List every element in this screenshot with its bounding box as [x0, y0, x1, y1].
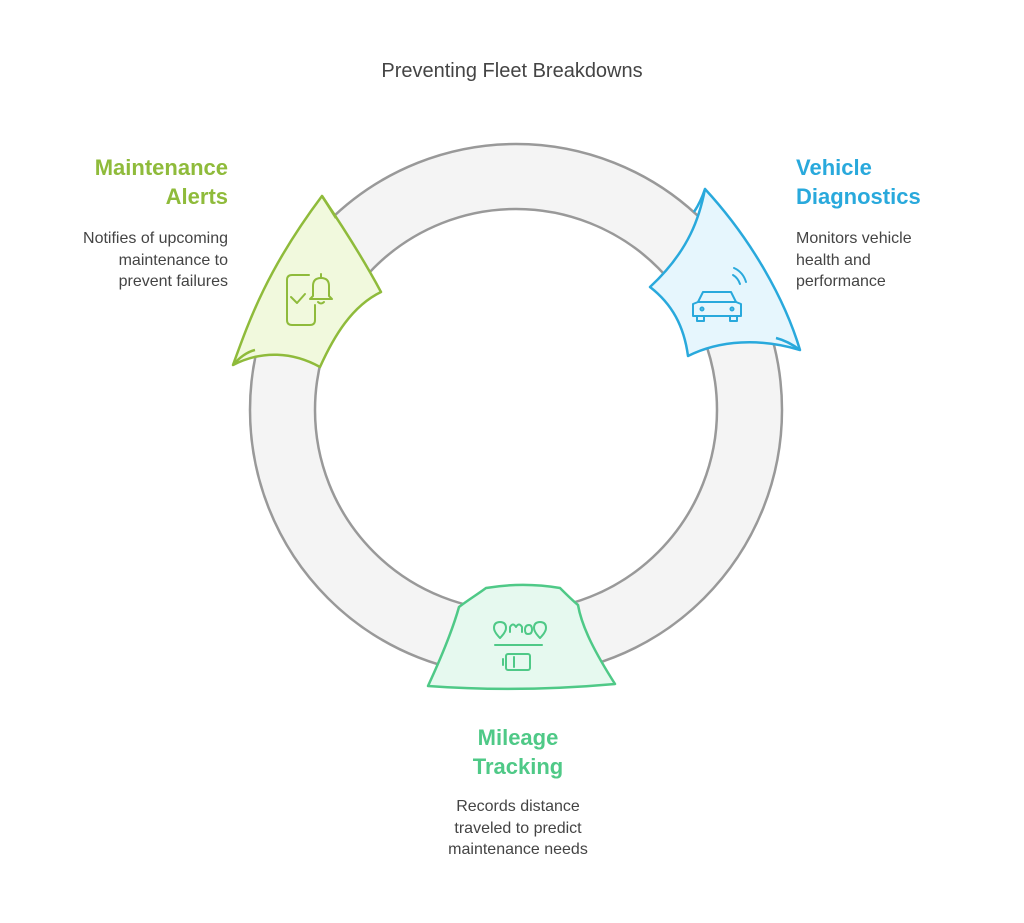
car-signal-icon	[692, 267, 747, 322]
maintenance-desc-line1: Notifies of upcoming	[83, 230, 228, 247]
maintenance-heading: Maintenance Alerts	[95, 153, 228, 211]
diagnostics-description: Monitors vehicle health and performance	[796, 228, 912, 293]
mileage-segment	[426, 583, 617, 691]
mileage-description: Records distance traveled to predict mai…	[398, 796, 638, 861]
mileage-desc-line3: maintenance needs	[448, 841, 588, 858]
maintenance-heading-line2: Alerts	[165, 184, 228, 209]
diagnostics-heading-line2: Diagnostics	[796, 184, 921, 209]
route-battery-icon	[493, 621, 547, 671]
mileage-desc-line2: traveled to predict	[454, 819, 582, 837]
diagnostics-desc-line2: health and	[796, 251, 871, 269]
phone-bell-check-icon	[286, 273, 333, 326]
diagnostics-heading-line1: Vehicle	[796, 155, 872, 180]
diagnostics-segment	[648, 187, 802, 358]
maintenance-description: Notifies of upcoming maintenance to prev…	[83, 228, 228, 293]
maintenance-heading-line1: Maintenance	[94, 155, 228, 180]
mileage-heading: Mileage Tracking	[418, 723, 618, 781]
maintenance-segment	[231, 194, 383, 369]
diagnostics-desc-line3: performance	[796, 273, 886, 290]
mileage-heading-line2: Tracking	[472, 754, 564, 779]
diagram-title: Preventing Fleet Breakdowns	[381, 60, 643, 82]
mileage-heading-line1: Mileage	[477, 725, 559, 750]
maintenance-desc-line3: prevent failures	[118, 273, 228, 290]
mileage-desc-line1: Records distance	[456, 798, 580, 815]
diagnostics-heading: Vehicle Diagnostics	[796, 153, 921, 211]
diagnostics-desc-line1: Monitors vehicle	[796, 230, 912, 247]
cycle-ring	[248, 142, 784, 678]
maintenance-desc-line2: maintenance to	[118, 251, 228, 269]
